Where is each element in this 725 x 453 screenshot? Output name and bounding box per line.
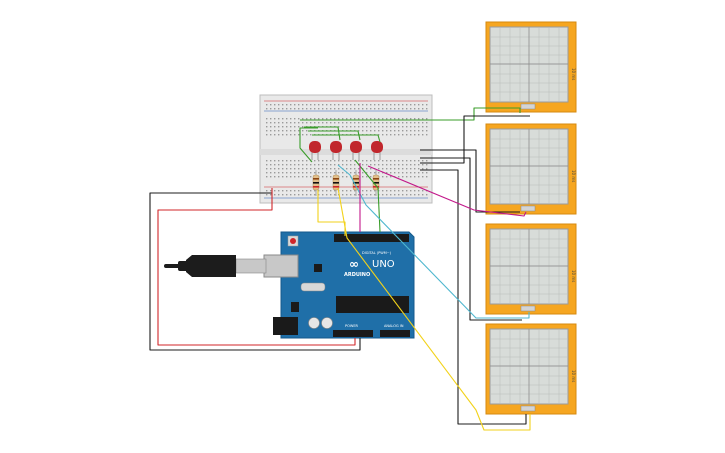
power-header-label: POWER (345, 324, 359, 328)
microcontroller-chip (336, 296, 409, 313)
capacitor-1 (308, 317, 320, 329)
led-1[interactable] (309, 141, 321, 160)
usb-port[interactable] (263, 254, 299, 278)
brand-text: ARDUINO (344, 272, 370, 278)
digital-header[interactable] (334, 234, 409, 242)
arduino-uno-board[interactable]: ∞ ARDUINO UNO DIGITAL (PWM~) POWER ANALO… (263, 231, 415, 339)
analog-header[interactable] (380, 330, 410, 337)
analog-header-label: ANALOG IN (384, 324, 404, 328)
led-3[interactable] (350, 141, 362, 160)
oscilloscope-4-label: 10 ms (571, 370, 576, 382)
arduino-logo-icon: ∞ (349, 257, 359, 271)
oscilloscope-4[interactable]: 10 ms (485, 323, 577, 415)
crystal (300, 282, 326, 292)
resistor-2[interactable] (332, 170, 340, 196)
resistor-4[interactable] (372, 170, 380, 196)
oscilloscope-1[interactable]: 10 ms (485, 21, 577, 113)
power-jack[interactable] (273, 317, 298, 335)
breadboard[interactable] (259, 94, 433, 204)
model-text: UNO (372, 259, 395, 270)
digital-header-label: DIGITAL (PWM~) (362, 251, 392, 255)
oscilloscope-1-label: 10 ms (571, 68, 576, 80)
power-header[interactable] (333, 330, 373, 337)
capacitor-2 (321, 317, 333, 329)
oscilloscope-2-label: 10 ms (571, 170, 576, 182)
usb-cable[interactable] (164, 255, 267, 277)
oscilloscope-3-label: 10 ms (571, 270, 576, 282)
wires[interactable] (149, 107, 531, 431)
oscilloscope-2[interactable]: 10 ms (485, 123, 577, 215)
oscilloscope-3[interactable]: 10 ms (485, 223, 577, 315)
led-4[interactable] (371, 141, 383, 160)
led-2[interactable] (330, 141, 342, 160)
resistor-1[interactable] (312, 170, 320, 196)
